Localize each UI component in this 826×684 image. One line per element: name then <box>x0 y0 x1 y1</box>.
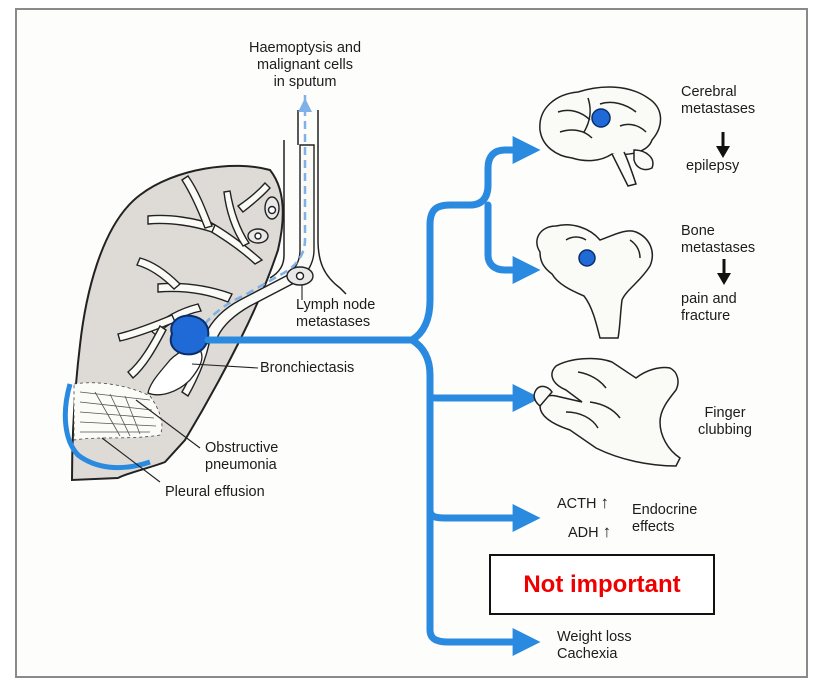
pneumonia-line-2: pneumonia <box>205 457 278 474</box>
brain-illustration <box>540 87 661 186</box>
pain-line-2: fracture <box>681 308 737 325</box>
lymph-line-2: metastases <box>296 314 375 331</box>
haemoptysis-line-2: malignant cells <box>190 57 420 74</box>
label-endocrine-effects: Endocrine effects <box>632 502 697 536</box>
bone-line-1: Bone <box>681 223 755 240</box>
weight-line-1: Weight loss <box>557 629 632 646</box>
finger-line-1: Finger <box>690 405 760 422</box>
label-adh: ADH ↑ <box>568 523 611 542</box>
acth-text: ACTH <box>557 496 596 512</box>
tumour <box>171 316 209 355</box>
label-weight-loss: Weight loss Cachexia <box>557 629 632 663</box>
haemoptysis-arrowhead <box>298 98 312 112</box>
pain-line-1: pain and <box>681 291 737 308</box>
acth-up-arrow-icon: ↑ <box>601 493 610 512</box>
haemoptysis-line-1: Haemoptysis and <box>190 40 420 57</box>
label-pain-fracture: pain and fracture <box>681 291 737 325</box>
pneumonia-line-1: Obstructive <box>205 440 278 457</box>
label-bronchiectasis: Bronchiectasis <box>260 360 354 377</box>
hand-illustration <box>534 359 680 466</box>
bone-illustration <box>537 225 652 338</box>
lung-illustration <box>65 95 346 480</box>
adh-up-arrow-icon: ↑ <box>603 522 612 541</box>
endocrine-line-2: effects <box>632 519 697 536</box>
label-finger-clubbing: Finger clubbing <box>690 405 760 439</box>
cerebral-line-2: metastases <box>681 101 755 118</box>
finger-line-2: clubbing <box>690 422 760 439</box>
endocrine-line-1: Endocrine <box>632 502 697 519</box>
label-pleural-effusion: Pleural effusion <box>165 484 265 501</box>
note-box: Not important <box>489 554 715 615</box>
down-arrows <box>716 132 731 285</box>
lymph-line-1: Lymph node <box>296 297 375 314</box>
label-lymph-node: Lymph node metastases <box>296 297 375 331</box>
bone-line-2: metastases <box>681 240 755 257</box>
label-obstructive-pneumonia: Obstructive pneumonia <box>205 440 278 474</box>
label-haemoptysis: Haemoptysis and malignant cells in sputu… <box>190 40 420 91</box>
cerebral-line-1: Cerebral <box>681 84 755 101</box>
label-epilepsy: epilepsy <box>686 158 739 175</box>
label-cerebral-metastases: Cerebral metastases <box>681 84 755 118</box>
label-bone-metastases: Bone metastases <box>681 223 755 257</box>
haemoptysis-line-3: in sputum <box>190 74 420 91</box>
label-acth: ACTH ↑ <box>557 494 609 513</box>
note-text: Not important <box>523 571 680 599</box>
weight-line-2: Cachexia <box>557 646 632 663</box>
adh-text: ADH <box>568 525 599 541</box>
